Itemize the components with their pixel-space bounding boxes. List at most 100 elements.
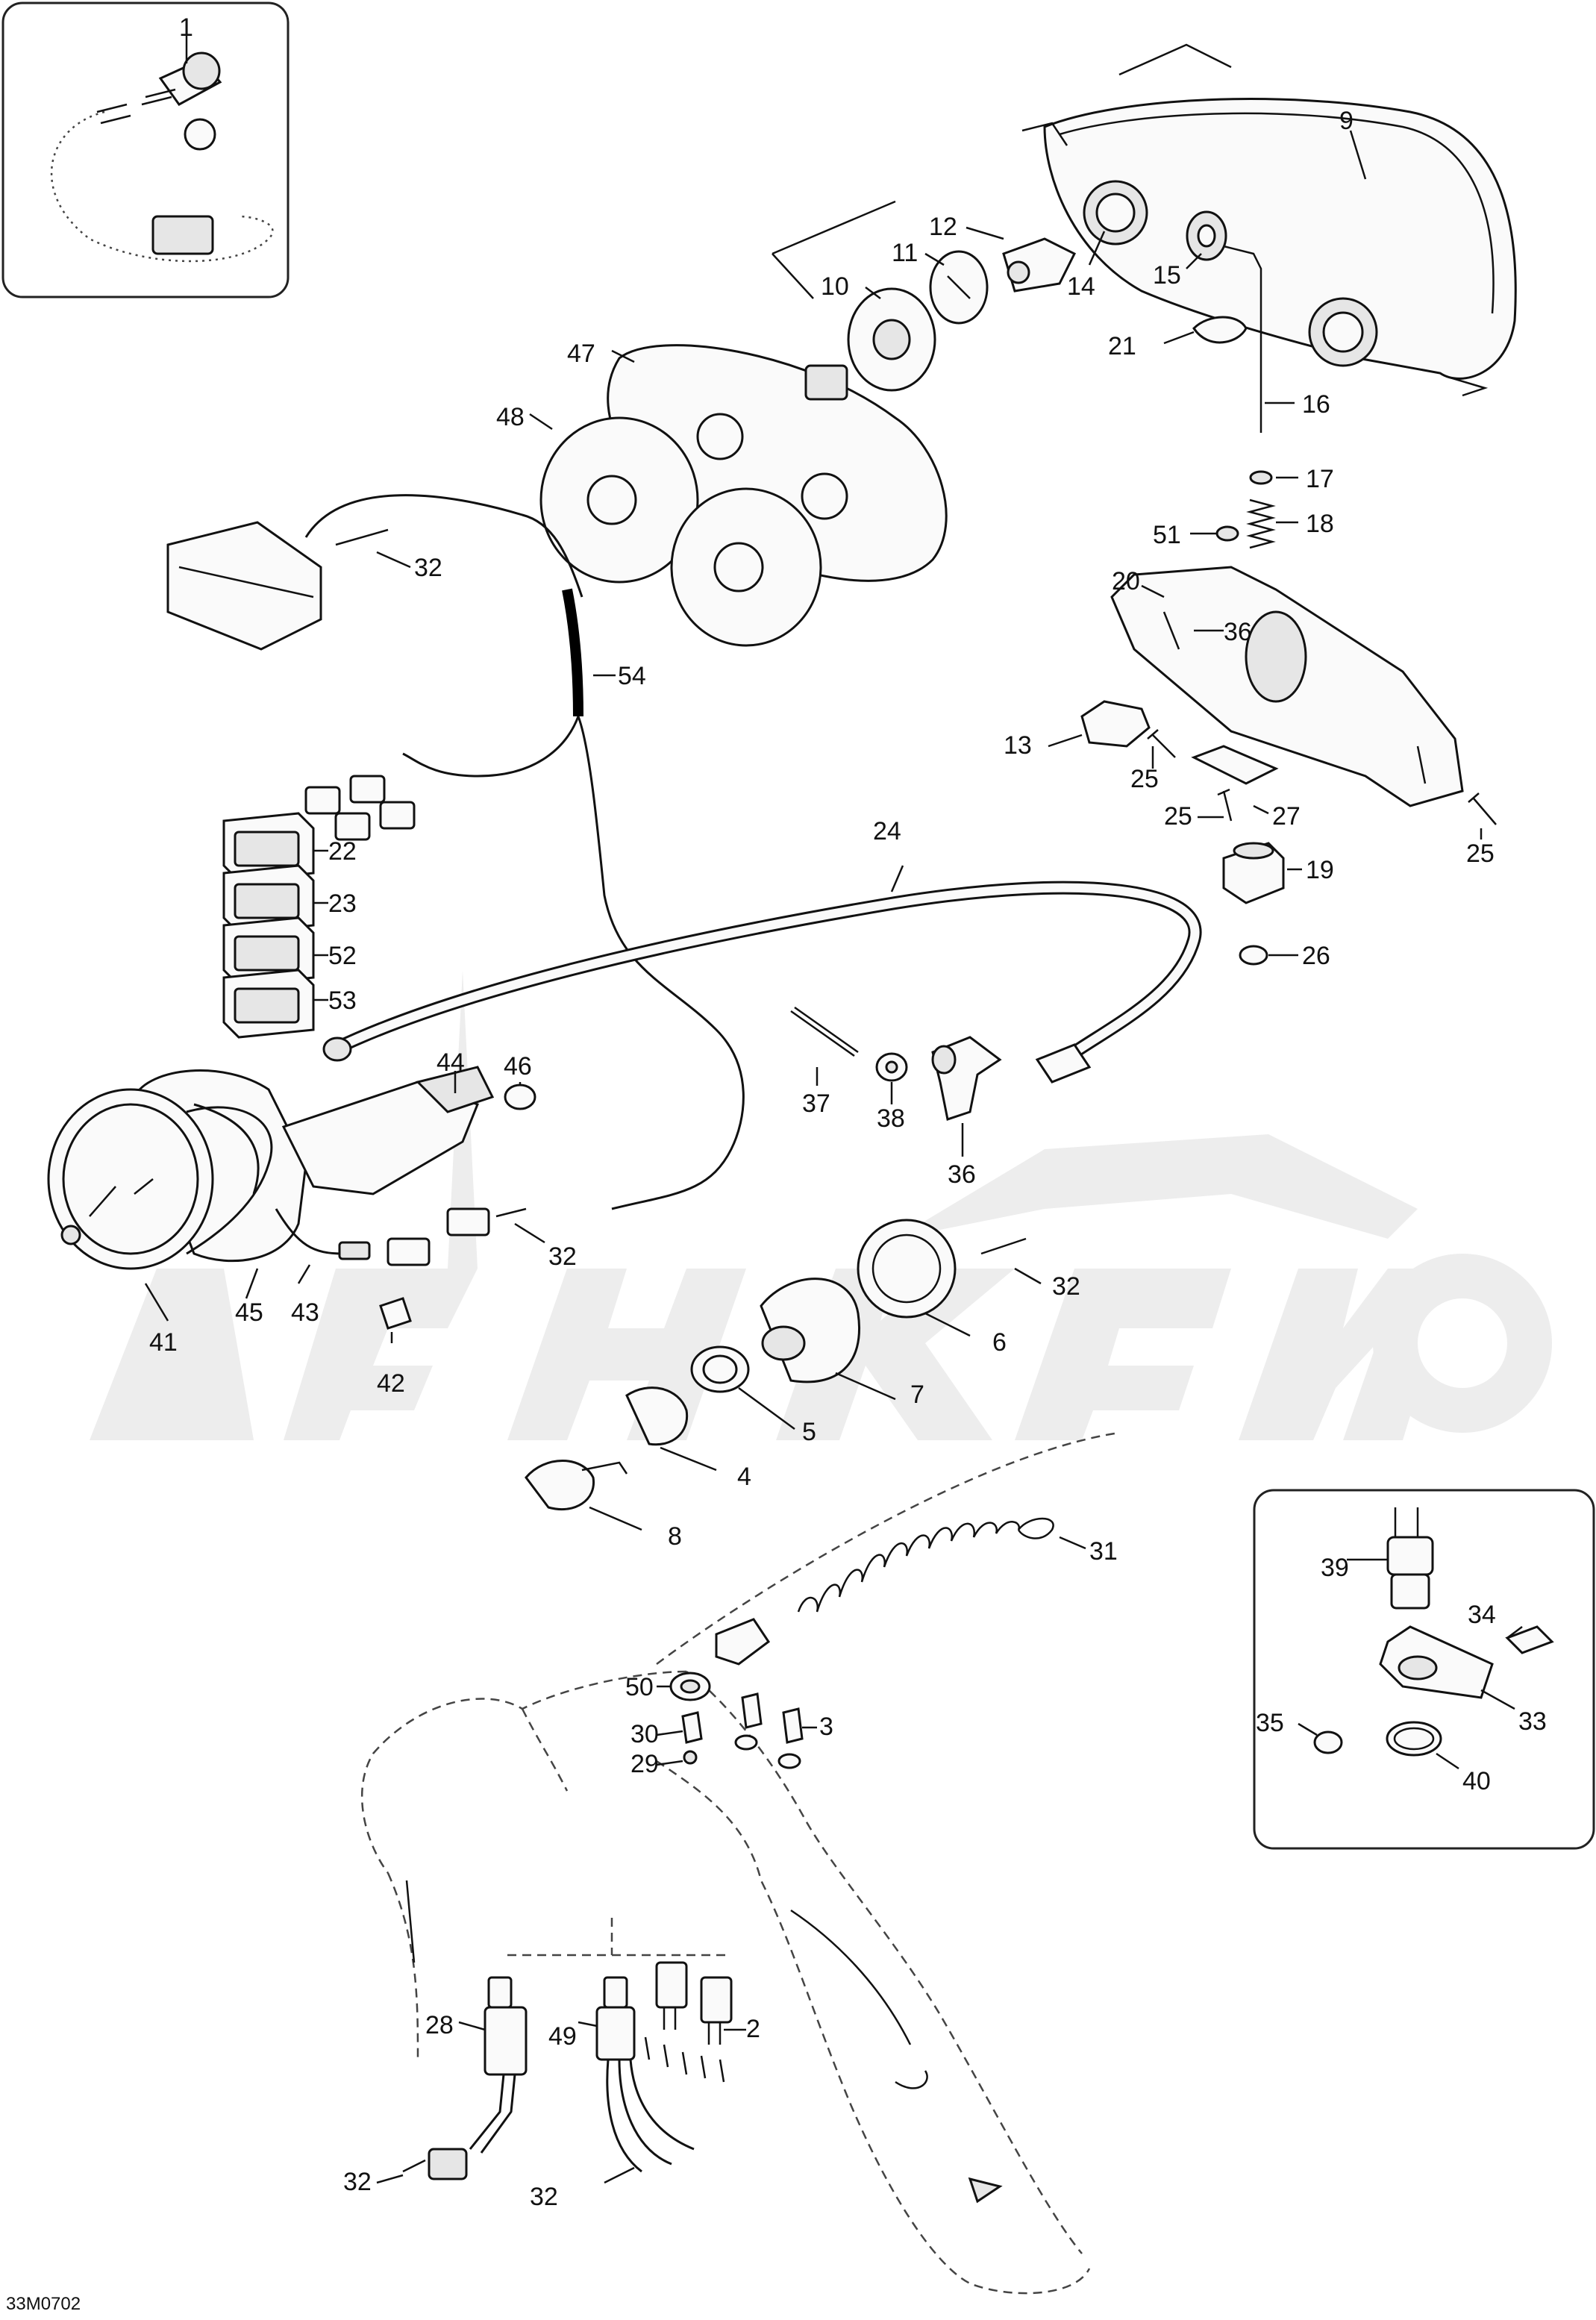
- leader-32e: [604, 2166, 635, 2184]
- switch-52-part: [222, 916, 315, 987]
- cable-end-drive-part: [1035, 1043, 1092, 1084]
- part-label: 32: [530, 2183, 558, 2211]
- nut-46-part: [504, 1084, 536, 1110]
- leader-28: [458, 2021, 486, 2031]
- part-label: 25: [1130, 765, 1159, 793]
- part-label: 6: [992, 1328, 1007, 1357]
- leader-32c: [1014, 1267, 1042, 1285]
- part-label: 45: [235, 1298, 263, 1327]
- part-label: 14: [1067, 272, 1095, 301]
- leader-32a: [376, 551, 411, 569]
- connector-pair-part: [387, 1207, 490, 1266]
- adjuster-rod-part: [1223, 245, 1262, 433]
- fairing-edge: [405, 1880, 416, 1963]
- part-label: 26: [1302, 942, 1330, 970]
- screw-25a-part: [1147, 729, 1176, 758]
- part-label: 39: [1321, 1554, 1349, 1582]
- part-label: 20: [1112, 567, 1140, 595]
- bulb-retainer-part: [929, 250, 989, 325]
- speedometer-gauge-part: [47, 1069, 307, 1270]
- part-label: 41: [149, 1328, 178, 1357]
- part-label: 15: [1153, 261, 1181, 290]
- leader-47: [611, 349, 635, 363]
- part-label: 28: [425, 2011, 454, 2039]
- part-label: 8: [668, 1522, 682, 1551]
- part-label: 16: [1302, 390, 1330, 419]
- leader-20: [1141, 584, 1165, 598]
- leader-41: [144, 1283, 169, 1322]
- plate-part: [1191, 745, 1279, 785]
- part-label: 18: [1306, 510, 1334, 538]
- switch-53-part: [222, 969, 315, 1039]
- part-label: 33: [1518, 1707, 1547, 1736]
- part-label: 7: [910, 1381, 924, 1409]
- part-label: 48: [496, 403, 525, 431]
- fairing-triangle: [968, 2177, 1003, 2204]
- leader-35: [1298, 1722, 1318, 1736]
- bottom-group-bracket: [507, 1918, 731, 1957]
- rubber-boot-part: [847, 287, 936, 392]
- part-label: 13: [1004, 731, 1032, 760]
- part-label: 36: [1224, 618, 1252, 646]
- switch-23-part: [222, 864, 315, 934]
- sensor-39-part: [1386, 1507, 1434, 1610]
- part-label: 54: [618, 662, 646, 690]
- harness-sleeve-part: [562, 588, 583, 717]
- part-label: 24: [873, 817, 901, 845]
- part-label: 29: [630, 1750, 659, 1778]
- leader-12: [966, 226, 1004, 240]
- headlight-housing-part: [1021, 98, 1517, 397]
- bulb-group-bracket: [772, 200, 896, 299]
- leader-15: [1186, 253, 1202, 269]
- latch-part: [1080, 700, 1151, 748]
- part-label: 21: [1108, 332, 1136, 360]
- part-label: 32: [1052, 1272, 1080, 1301]
- leader-9-bracket: [1118, 43, 1232, 76]
- leader-24: [890, 865, 904, 892]
- leader-32b: [514, 1222, 545, 1244]
- leader-30: [656, 1730, 683, 1736]
- terminal-32d-part: [402, 2159, 426, 2173]
- fairing-outline: [360, 1670, 687, 1874]
- ignition-switch-part: [50, 51, 274, 263]
- part-label: 31: [1089, 1537, 1118, 1566]
- part-label: 22: [328, 837, 357, 866]
- drive-pin-part: [790, 1006, 859, 1057]
- screw-25b-part: [1217, 788, 1233, 822]
- part-label: 4: [737, 1463, 751, 1491]
- leader-32d: [376, 2174, 404, 2184]
- part-label: 5: [802, 1418, 816, 1446]
- leader-45: [245, 1268, 259, 1299]
- bolt-34-part: [1505, 1625, 1554, 1654]
- grommet-part: [1186, 210, 1227, 261]
- clip-part: [1192, 316, 1248, 344]
- leader-21: [1163, 331, 1195, 345]
- fairing-line: [790, 1909, 912, 2045]
- adjuster-knob-part: [1222, 842, 1285, 904]
- part-label: 12: [929, 213, 957, 241]
- leader-4: [660, 1446, 717, 1472]
- part-label: 23: [328, 889, 357, 918]
- switch-2-part: [644, 1961, 733, 2083]
- part-label: 17: [1306, 465, 1334, 493]
- leader-48: [529, 413, 553, 431]
- leader-49: [578, 2021, 598, 2027]
- leader-14: [1088, 231, 1106, 266]
- part-label: 34: [1468, 1601, 1496, 1629]
- control-module-part: [166, 521, 322, 651]
- gauge-bulb-part: [379, 1297, 412, 1330]
- part-label: 19: [1306, 856, 1334, 884]
- leader-34: [1506, 1626, 1523, 1639]
- sensor-28-part: [428, 1976, 528, 2180]
- leader-40: [1436, 1752, 1459, 1770]
- leader-9: [1349, 130, 1367, 180]
- bulb-part: [1002, 237, 1077, 293]
- cable-end-gauge-part: [322, 1037, 352, 1062]
- lens-disc-part: [539, 416, 822, 647]
- leader-33: [1480, 1689, 1515, 1710]
- connector-part: [804, 364, 848, 401]
- inset-panel-ignition: [1, 1, 290, 298]
- washer-part: [1249, 470, 1273, 485]
- part-label: 46: [504, 1052, 532, 1081]
- leader-27: [1253, 804, 1269, 815]
